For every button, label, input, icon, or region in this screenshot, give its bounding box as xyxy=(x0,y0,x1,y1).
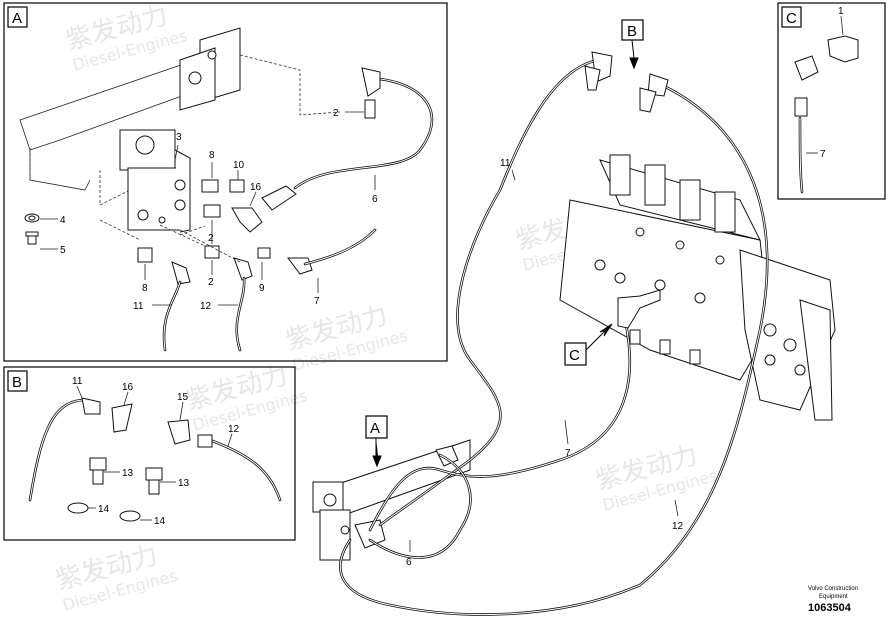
detail-b-part-13-left: 13 xyxy=(122,468,134,479)
main-part-6: 6 xyxy=(406,557,412,568)
solenoid-valve-block xyxy=(312,439,471,561)
detail-c-part-1: 1 xyxy=(838,6,844,17)
detail-a-part-6: 6 xyxy=(372,194,378,205)
detail-a-part-2-top: 2 xyxy=(333,108,339,119)
detail-a-part-2-mid: 2 xyxy=(208,233,214,244)
detail-b-part-13-right: 13 xyxy=(178,478,190,489)
detail-a-part-12: 12 xyxy=(200,301,212,312)
callout-a: A xyxy=(365,415,388,468)
callout-b: B xyxy=(621,19,644,70)
main-part-11: 11 xyxy=(500,158,511,169)
detail-b-part-15: 15 xyxy=(177,392,189,403)
detail-b-part-12: 12 xyxy=(228,424,240,435)
detail-b-part-11: 11 xyxy=(72,376,83,387)
detail-c-panel: C 1 7 xyxy=(777,2,886,200)
main-part-12: 12 xyxy=(672,521,684,532)
detail-a-part-8-top: 8 xyxy=(209,150,215,161)
footer-line-1: Volvo Construction xyxy=(808,586,858,592)
detail-c-part-7: 7 xyxy=(820,149,826,160)
callout-b-label: B xyxy=(627,23,637,40)
watermark-4: 紫发动力 Diesel-Engines xyxy=(593,441,720,515)
watermark-5: 紫发动力 Diesel-Engines xyxy=(53,541,180,615)
detail-a-part-8-bottom: 8 xyxy=(142,283,148,294)
detail-a-panel: A xyxy=(3,2,448,362)
detail-a-part-9: 9 xyxy=(259,283,265,294)
watermark-6: 紫发动力 Diesel-Engines xyxy=(283,301,410,375)
detail-a-part-7: 7 xyxy=(314,296,320,307)
drawing-number: 1063504 xyxy=(808,602,852,614)
callout-c: C xyxy=(564,323,613,366)
detail-a-part-4: 4 xyxy=(60,215,66,226)
detail-a-part-11: 11 xyxy=(133,301,144,312)
detail-a-part-10: 10 xyxy=(233,160,245,171)
detail-c-label: C xyxy=(786,10,797,27)
detail-a-part-3: 3 xyxy=(176,132,182,143)
control-valve xyxy=(559,154,836,421)
drawing-footer: Volvo Construction Equipment 1063504 xyxy=(808,586,858,614)
detail-a-part-16: 16 xyxy=(250,182,262,193)
watermark-1: 紫发动力 Diesel-Engines xyxy=(63,1,190,75)
callout-c-label: C xyxy=(569,347,580,364)
detail-a-part-5: 5 xyxy=(60,245,66,256)
callout-a-label: A xyxy=(370,420,380,437)
detail-b-label: B xyxy=(12,374,22,391)
main-assembly: 11 7 12 6 xyxy=(312,51,836,616)
footer-line-2: Equipment xyxy=(819,594,848,600)
detail-a-label: A xyxy=(12,10,22,27)
detail-b-part-14-right: 14 xyxy=(154,516,166,527)
watermark-3: 紫发动力 Diesel-Engines xyxy=(183,361,310,435)
detail-b-panel: B 11 16 15 12 13 13 14 14 xyxy=(3,366,296,541)
detail-b-part-16: 16 xyxy=(122,382,134,393)
detail-b-part-14-left: 14 xyxy=(98,504,110,515)
detail-a-part-2-low: 2 xyxy=(208,277,214,288)
main-part-7: 7 xyxy=(565,448,571,459)
